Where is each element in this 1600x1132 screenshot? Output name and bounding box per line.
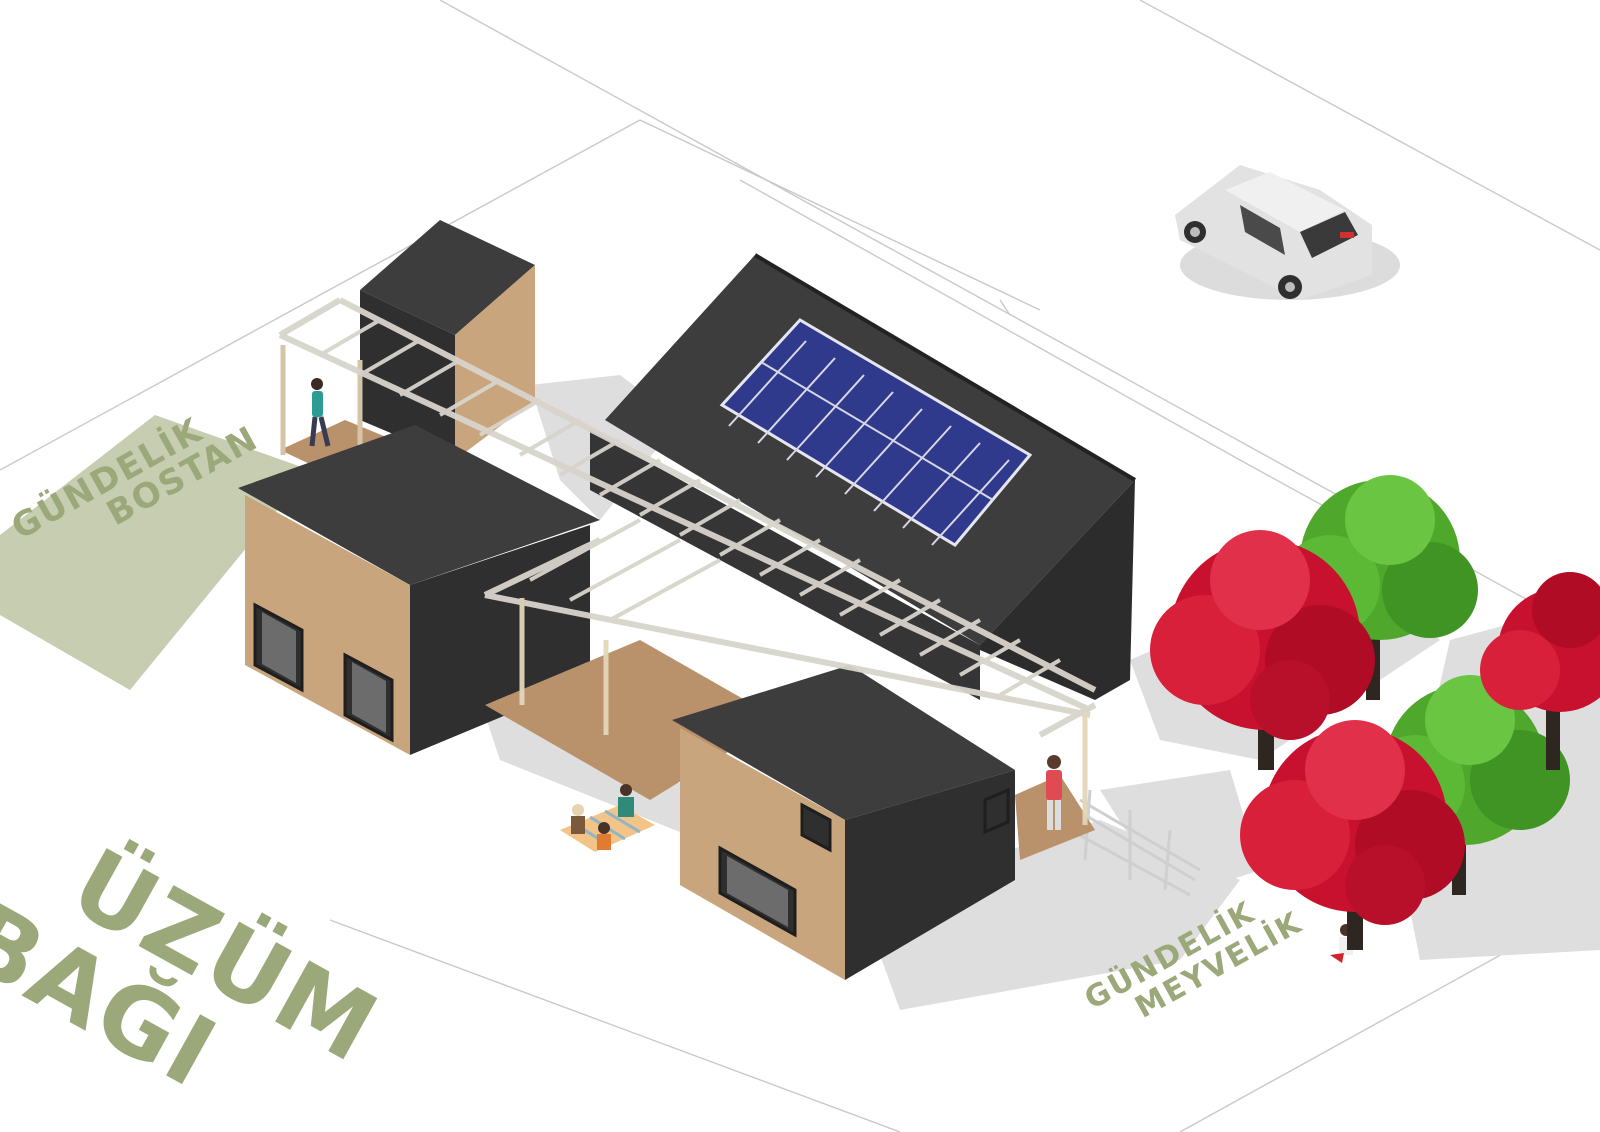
person-icon xyxy=(571,784,634,850)
red-tree-icon xyxy=(1150,530,1375,770)
right-bedroom-block xyxy=(672,665,1015,980)
label-vineyard: ÜZÜM BAĞI xyxy=(0,826,396,1109)
red-tree-icon xyxy=(1480,572,1600,770)
red-tree-icon xyxy=(1240,720,1465,950)
person-icon xyxy=(1046,755,1062,830)
person-icon xyxy=(309,378,331,447)
solar-panel-array xyxy=(719,318,1033,547)
pergola xyxy=(278,297,1097,825)
car-icon xyxy=(1175,165,1400,300)
left-bedroom-block xyxy=(238,425,600,755)
vegetable-garden-plot xyxy=(0,415,310,690)
back-storage-block xyxy=(360,220,535,460)
